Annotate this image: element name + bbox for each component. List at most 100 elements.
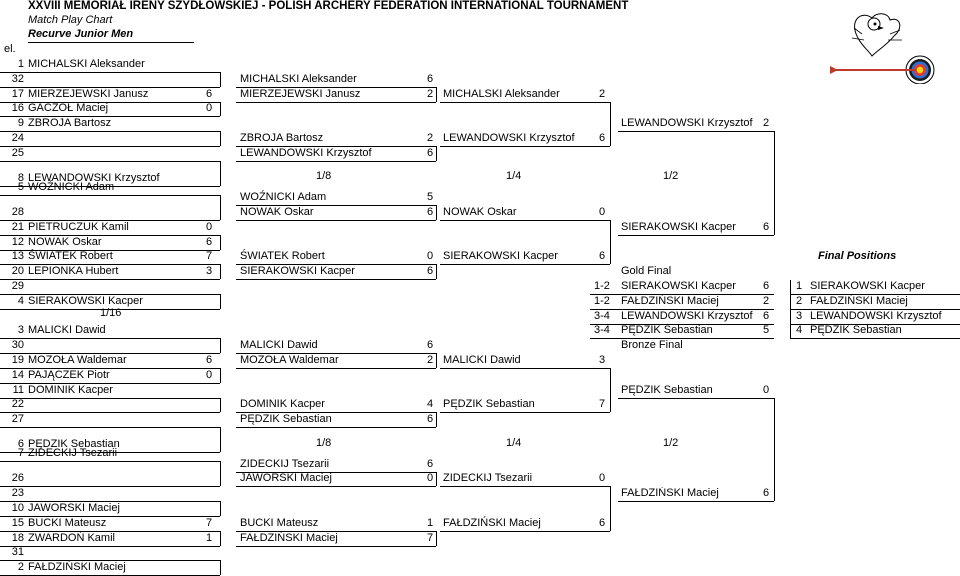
archery-eagle-logo	[830, 13, 935, 84]
r32-line	[0, 427, 220, 429]
seed-number: 5	[17, 180, 24, 193]
seed-number: 4	[17, 294, 24, 307]
r16-player-name: ZIDECKIJ Tsezarii	[240, 457, 330, 470]
r32-line	[0, 382, 220, 384]
r16-connector	[436, 530, 437, 546]
seed-number: 8	[17, 171, 24, 184]
r32-player-name: PAJĄCZEK Piotr	[28, 368, 110, 381]
r32-connector	[220, 72, 221, 87]
r4-score: 6	[763, 487, 770, 500]
r8-score: 6	[599, 250, 606, 263]
r32-player-name: ŚWIATEK Robert	[28, 250, 113, 263]
final-score: 6	[763, 280, 770, 292]
r16-score: 6	[427, 457, 434, 470]
final-player-name: PĘDZIK Sebastian	[621, 324, 713, 337]
r16-player-name: WOŹNICKI Adam	[240, 191, 327, 204]
r16-line	[236, 264, 436, 266]
seed-number: 22	[11, 398, 24, 411]
round-label-1-8: 1/8	[316, 170, 332, 183]
r32-line	[0, 72, 220, 73]
r16-score: 2	[427, 132, 434, 144]
r16-connector	[436, 471, 437, 487]
final-position-code: 3-4	[594, 324, 610, 337]
final-line	[590, 294, 774, 295]
r8-line	[440, 264, 610, 266]
final-score: 5	[763, 324, 770, 337]
el-label: el.	[4, 43, 16, 55]
round-label-1-2: 1/2	[663, 170, 679, 183]
r16-line	[236, 205, 436, 207]
r32-line	[0, 338, 220, 340]
r4-line	[618, 397, 774, 399]
seed-number: 28	[11, 206, 24, 218]
r8-line	[440, 368, 610, 369]
r32-player-name: FAŁDZIŃSKI Maciej	[28, 561, 126, 574]
r32-score: 6	[206, 87, 213, 100]
r8-line	[440, 146, 610, 147]
r16-score: 0	[427, 250, 434, 263]
r32-line	[0, 530, 220, 532]
final-line	[590, 338, 774, 340]
r32-line	[0, 412, 220, 414]
seed-number: 16	[11, 102, 24, 115]
final-player-name: LEWANDOWSKI Krzysztof	[621, 309, 753, 322]
final-position-line	[790, 308, 960, 310]
r32-player-name: ZIDECKIJ Tsezarii	[28, 447, 118, 460]
seed-number: 12	[11, 235, 24, 248]
r32-score: 1	[206, 531, 213, 544]
r16-connector	[436, 86, 437, 102]
r16-score: 5	[427, 191, 434, 204]
gold-final-label: Gold Final	[621, 265, 672, 278]
r32-connector	[220, 560, 221, 576]
round-label-1-16: 1/16	[100, 307, 122, 320]
r32-score: 0	[206, 368, 213, 381]
r4-player-name: PĘDZIK Sebastian	[621, 383, 713, 396]
chart-name: Match Play Chart	[28, 14, 113, 26]
final-position-code: 3-4	[594, 309, 610, 322]
final-position-line	[790, 323, 960, 325]
r32-line	[0, 368, 220, 369]
r32-player-name: PIETRUCZUK Kamil	[28, 220, 129, 233]
r16-score: 6	[427, 72, 434, 85]
r4-line	[618, 234, 774, 236]
r32-player-name: MOZOŁA Waldemar	[28, 354, 127, 366]
seed-number: 29	[11, 280, 24, 292]
r16-player-name: ŚWIATEK Robert	[240, 250, 325, 263]
category-name: Recurve Junior Men	[28, 28, 134, 40]
r32-score: 3	[206, 265, 213, 278]
r16-score: 6	[427, 206, 434, 218]
r32-player-name: LEWANDOWSKI Krzysztof	[28, 171, 160, 184]
r32-connector	[220, 131, 221, 146]
seed-number: 30	[11, 339, 24, 352]
seed-number: 11	[12, 383, 24, 396]
r32-line	[0, 486, 220, 488]
r16-score: 2	[427, 87, 434, 100]
final-position-border	[790, 280, 791, 340]
r32-player-name: WOŹNICKI Adam	[28, 180, 115, 193]
r16-player-name: SIERAKOWSKI Kacper	[240, 265, 355, 278]
r32-line	[0, 249, 220, 251]
r8-player-name: ZIDECKIJ Tsezarii	[443, 472, 533, 485]
r32-score: 6	[206, 354, 213, 366]
r32-line	[0, 194, 220, 196]
seed-number: 13	[11, 250, 24, 263]
seed-number: 20	[11, 265, 24, 278]
seed-number: 14	[11, 368, 24, 381]
r32-line	[0, 264, 220, 266]
r16-player-name: NOWAK Oskar	[240, 206, 314, 218]
seed-number: 1	[17, 58, 24, 70]
r4-connector	[774, 131, 775, 235]
final-line	[590, 308, 774, 310]
r32-line	[0, 501, 220, 503]
r8-score: 0	[599, 472, 606, 485]
r8-line	[440, 412, 610, 414]
final-rank: 3	[796, 309, 803, 322]
r32-connector	[220, 338, 221, 354]
r16-player-name: FAŁDZIŃSKI Maciej	[240, 531, 338, 544]
r8-line	[440, 486, 610, 488]
r32-score: 0	[206, 102, 213, 115]
r8-player-name: LEWANDOWSKI Krzysztof	[443, 132, 575, 144]
r32-connector	[220, 294, 221, 309]
final-position-line	[790, 338, 960, 340]
r16-player-name: PĘDZIK Sebastian	[240, 413, 332, 426]
